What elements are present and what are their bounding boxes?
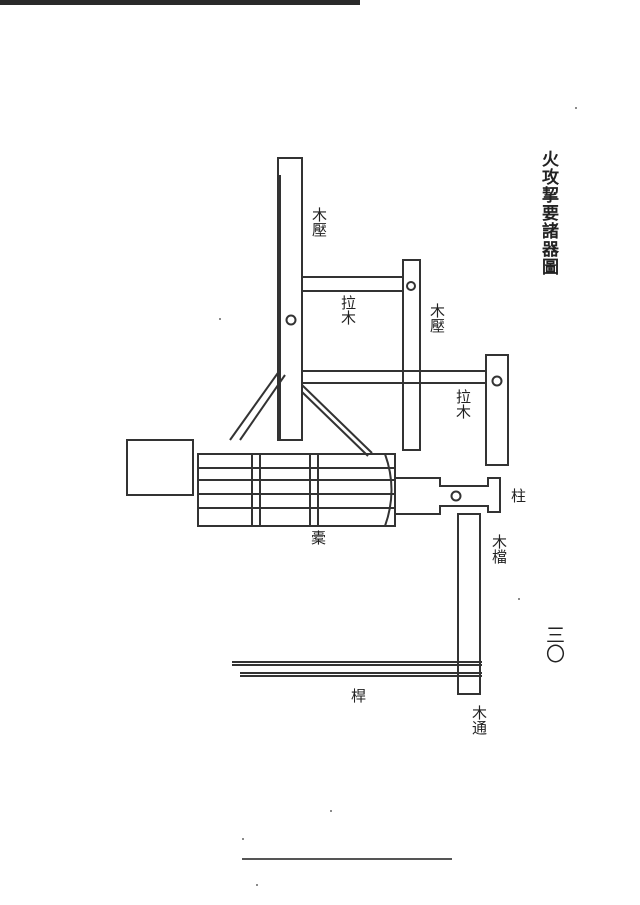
label-right-press-wood: 木壓 <box>428 303 446 333</box>
left-press-post <box>277 157 303 441</box>
far-post-pin <box>491 375 503 387</box>
scan-speck <box>256 884 258 886</box>
page-number: 三〇 <box>543 625 565 663</box>
label-pull-rod: 桿 <box>349 688 367 703</box>
label-left-pull-wood: 拉木 <box>339 295 357 325</box>
scan-top-edge <box>0 0 360 5</box>
label-bucket: 橐 <box>309 530 327 545</box>
right-press-post <box>402 259 421 451</box>
far-post <box>485 354 509 466</box>
left-post-pin <box>285 314 297 326</box>
scan-speck <box>219 318 221 320</box>
scan-speck <box>518 598 520 600</box>
piston-connector <box>394 477 501 515</box>
label-beam-wood: 木檔 <box>490 534 508 564</box>
right-post-pin <box>406 281 416 291</box>
scan-speck <box>242 838 244 840</box>
label-base-wood: 木通 <box>470 705 488 735</box>
furnace-box <box>126 439 194 496</box>
label-left-press-wood: 木壓 <box>310 207 328 237</box>
label-pivot: 柱 <box>509 488 527 503</box>
bellows-bucket <box>197 453 396 527</box>
vertical-beam <box>457 513 481 695</box>
bottom-rule <box>242 858 452 860</box>
label-right-pull-wood: 拉木 <box>454 389 472 419</box>
scan-speck <box>575 107 577 109</box>
scan-speck <box>330 810 332 812</box>
connector-pin <box>450 490 462 502</box>
page-header-title: 火攻挈要諸器圖 <box>538 150 558 276</box>
